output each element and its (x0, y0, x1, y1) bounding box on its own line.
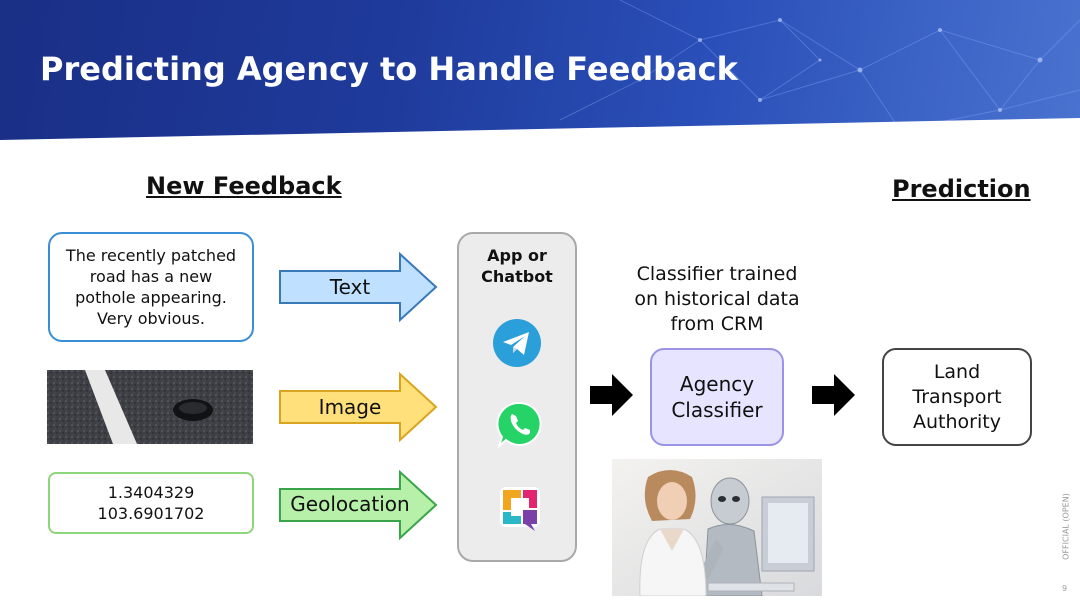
page-number: 9 (1062, 584, 1068, 593)
image-arrow (279, 372, 438, 442)
prediction-line1: Land (933, 360, 981, 383)
telegram-icon (493, 319, 541, 367)
channel-title-line2: Chatbot (481, 267, 553, 286)
prediction-heading: Prediction (892, 175, 1031, 203)
title-banner: Predicting Agency to Handle Feedback (0, 0, 1080, 140)
agency-classifier-box: Agency Classifier (650, 348, 784, 446)
channel-title: App or Chatbot (457, 245, 577, 287)
new-feedback-heading: New Feedback (146, 172, 342, 200)
feedback-text: The recently patched road has a new poth… (65, 246, 237, 328)
network-pattern (0, 0, 1080, 140)
classification-label: OFFICIAL (OPEN) (1058, 485, 1074, 575)
longitude-value: 103.6901702 (97, 504, 205, 523)
text-arrow-label: Text (329, 275, 371, 299)
whatsapp-icon (496, 401, 542, 450)
woman-robot-photo (612, 459, 822, 596)
classifier-note-line1: Classifier trained (636, 263, 798, 285)
prediction-line2: Transport (912, 385, 1002, 408)
classification-text: OFFICIAL (OPEN) (1061, 493, 1071, 560)
classifier-note: Classifier trained on historical data fr… (616, 262, 818, 337)
geolocation-arrow-label: Geolocation (290, 492, 410, 516)
pothole-photo (47, 370, 253, 444)
geolocation-arrow (279, 470, 438, 540)
feedback-text-box: The recently patched road has a new poth… (48, 232, 254, 342)
chat-app-icon (500, 487, 540, 531)
classifier-note-line2: on historical data (634, 288, 800, 310)
geolocation-box: 1.3404329 103.6901702 (48, 472, 254, 534)
classifier-label-line1: Agency (679, 372, 755, 396)
latitude-value: 1.3404329 (107, 483, 195, 502)
prediction-line3: Authority (913, 410, 1001, 433)
prediction-box: Land Transport Authority (882, 348, 1032, 446)
classifier-label-line2: Classifier (671, 398, 763, 422)
to-prediction-arrow (812, 374, 855, 416)
classifier-note-line3: from CRM (670, 313, 764, 335)
text-arrow (279, 252, 438, 322)
channel-title-line1: App or (487, 246, 547, 265)
to-classifier-arrow (590, 374, 633, 416)
image-arrow-label: Image (318, 395, 382, 419)
slide-title: Predicting Agency to Handle Feedback (40, 50, 738, 88)
